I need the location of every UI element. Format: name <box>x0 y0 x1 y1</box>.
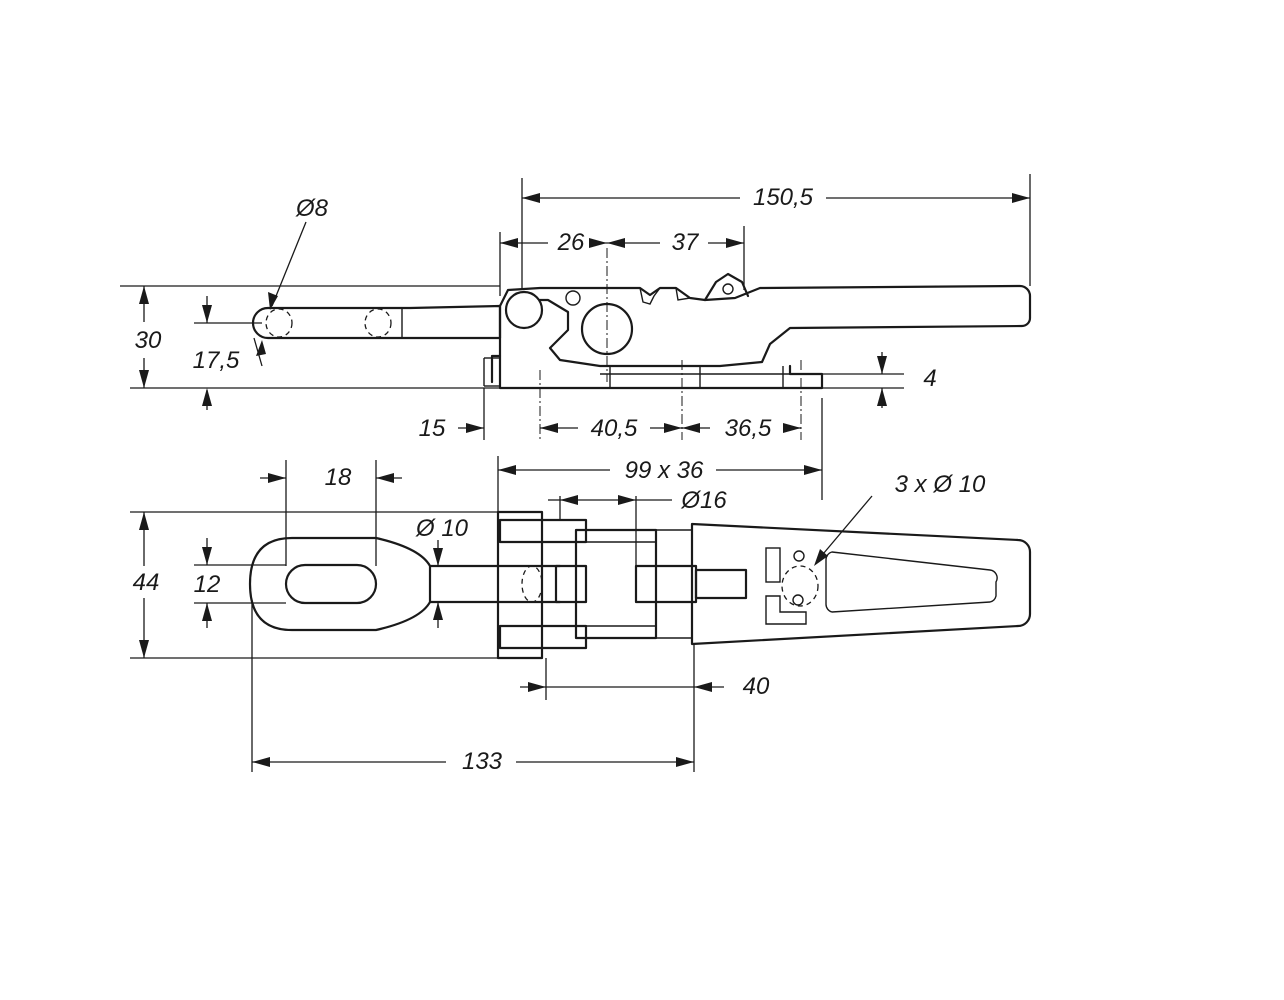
dim-17-5-label: 17,5 <box>193 347 240 374</box>
dim-150-5-label: 150,5 <box>753 184 814 211</box>
dim-d10-rod: Ø 10 <box>415 515 469 628</box>
dim-133-label: 133 <box>462 748 503 775</box>
dim-37-label: 37 <box>672 229 700 256</box>
dim-40-label: 40 <box>743 673 770 700</box>
top-eye-bolt <box>248 536 562 632</box>
dim-4: 4 <box>822 352 937 408</box>
dim-d8-label: Ø8 <box>295 195 329 222</box>
dim-d10-rod-label: Ø 10 <box>415 515 469 542</box>
dim-44-label: 44 <box>133 569 160 596</box>
dim-99x36-label: 99 x 36 <box>625 457 704 484</box>
dim-40-5-label: 40,5 <box>591 415 638 442</box>
top-view: 18 99 x 36 Ø16 3 x Ø 10 <box>130 398 1032 775</box>
dim-3xd10: 3 x Ø 10 <box>814 471 986 566</box>
dim-d16: Ø16 <box>548 487 727 566</box>
side-view: 150,5 26 37 Ø8 <box>120 174 1032 442</box>
dim-99x36: 99 x 36 <box>497 398 823 512</box>
dim-15-label: 15 <box>419 415 446 442</box>
dim-18: 18 <box>260 460 402 566</box>
dim-4-label: 4 <box>923 365 936 392</box>
dim-12: 12 <box>194 538 286 628</box>
dim-26-label: 26 <box>557 229 585 256</box>
dim-17-5: 17,5 <box>193 296 262 410</box>
side-rod <box>251 304 502 340</box>
dim-30-label: 30 <box>135 327 162 354</box>
dim-12-label: 12 <box>194 571 221 598</box>
dim-3xd10-label: 3 x Ø 10 <box>895 471 986 498</box>
dim-133: 133 <box>251 600 694 775</box>
dim-36-5-label: 36,5 <box>725 415 772 442</box>
dim-hole-spacing: 15 40,5 36,5 <box>419 388 801 442</box>
dim-26-37: 26 37 <box>499 226 745 296</box>
dim-150-5: 150,5 <box>521 174 1031 290</box>
top-body <box>496 510 1032 660</box>
dim-d16-label: Ø16 <box>680 487 727 514</box>
dim-40: 40 <box>520 644 770 772</box>
dim-30: 30 <box>120 285 500 389</box>
dim-18-label: 18 <box>325 464 352 491</box>
dim-44: 44 <box>130 511 498 659</box>
side-body <box>483 248 1032 440</box>
dim-d8: Ø8 <box>253 195 329 367</box>
